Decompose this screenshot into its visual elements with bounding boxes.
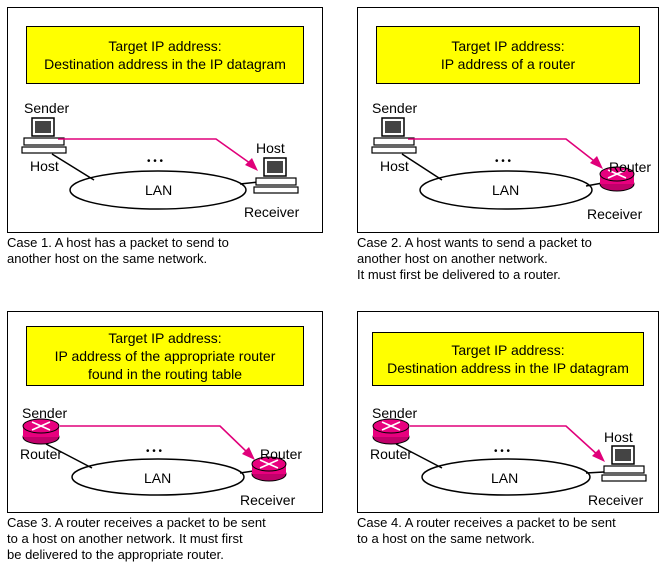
banner-line: found in the routing table [87,366,243,382]
receiver-computer-icon [601,445,647,482]
packet-arrow [60,425,251,456]
banner-line: Target IP address: [451,342,565,358]
case-2-caption: Case 2. A host wants to send a packet to… [357,235,592,283]
router-label: Router [370,446,413,462]
target-ip-banner: Target IP address: IP address of the app… [26,326,304,386]
receiver-router-icon [251,456,287,482]
sender-computer-icon [371,117,417,154]
caption-line: It must first be delivered to a router. [357,267,561,282]
banner-line: Destination address in the IP datagram [387,360,629,376]
sender-router-icon [372,418,410,445]
ellipsis: • • • [495,156,512,167]
caption-line: to a host on the same network. [357,531,535,546]
host-label: Host [604,429,633,445]
caption-line: another host on another network. [357,251,548,266]
sender-label: Sender [372,100,418,116]
lan-ellipse [419,170,593,210]
ellipsis: • • • [494,446,511,457]
receiver-label: Receiver [588,492,644,508]
case-1-caption: Case 1. A host has a packet to send to a… [7,235,229,267]
sender-router-icon [22,418,60,445]
receiver-router-icon [599,166,635,192]
case-1-panel: Target IP address: Destination address i… [7,7,323,233]
sender-label: Sender [24,100,70,116]
arrowhead [592,449,605,462]
packet-arrow [410,425,601,458]
case-3-panel: Target IP address: IP address of the app… [7,311,323,513]
router-label: Router [609,159,652,175]
receiver-computer-icon [253,157,299,194]
lan-label: LAN [491,470,519,486]
router-label: Router [260,446,303,462]
sender-label: Sender [372,405,418,421]
lan-ellipse [421,458,591,496]
lan-label: LAN [492,182,520,198]
lan-ellipse [71,458,245,496]
ellipsis: • • • [146,446,163,457]
target-ip-banner: Target IP address: IP address of a route… [376,26,640,84]
link-line [585,471,605,474]
banner-line: IP address of a router [440,56,576,72]
ellipsis: • • • [147,156,164,167]
packet-arrow [408,138,599,165]
arrowhead [590,156,603,169]
caption-line: be delivered to the appropriate router. [7,547,224,562]
router-label: Router [20,446,63,462]
receiver-label: Receiver [244,204,300,220]
destination-label: Host [256,140,285,156]
case-4-panel: Target IP address: Destination address i… [357,311,659,513]
caption-line: Case 2. A host wants to send a packet to [357,235,592,250]
link-line [239,181,259,185]
link-line [51,153,95,181]
banner-line: IP address of the appropriate router [54,348,276,364]
banner-line: Target IP address: [451,38,565,54]
sender-computer-icon [21,117,67,154]
banner-line: Destination address in the IP datagram [44,56,286,72]
arrowhead [245,158,258,171]
lan-label: LAN [144,470,172,486]
receiver-label: Receiver [587,206,643,222]
case-3-caption: Case 3. A router receives a packet to be… [7,515,266,563]
banner-line: Target IP address: [108,38,222,54]
sender-label: Sender [22,405,68,421]
link-line [401,153,443,181]
caption-line: Case 1. A host has a packet to send to [7,235,229,250]
target-ip-banner: Target IP address: Destination address i… [372,332,644,386]
banner-line: Target IP address: [108,330,222,346]
receiver-label: Receiver [240,492,296,508]
host-label: Host [380,158,409,174]
lan-ellipse [69,170,247,210]
caption-line: Case 3. A router receives a packet to be… [7,515,266,530]
caption-line: Case 4. A router receives a packet to be… [357,515,616,530]
caption-line: another host on the same network. [7,251,208,266]
case-2-panel: Target IP address: IP address of a route… [357,7,659,233]
arrowhead [242,447,255,460]
link-line [45,443,93,469]
host-label: Host [30,158,59,174]
link-line [395,443,443,469]
caption-line: to a host on another network. It must fi… [7,531,243,546]
lan-label: LAN [145,182,173,198]
packet-arrow [58,138,255,167]
target-ip-banner: Target IP address: Destination address i… [26,26,304,84]
case-4-caption: Case 4. A router receives a packet to be… [357,515,616,547]
